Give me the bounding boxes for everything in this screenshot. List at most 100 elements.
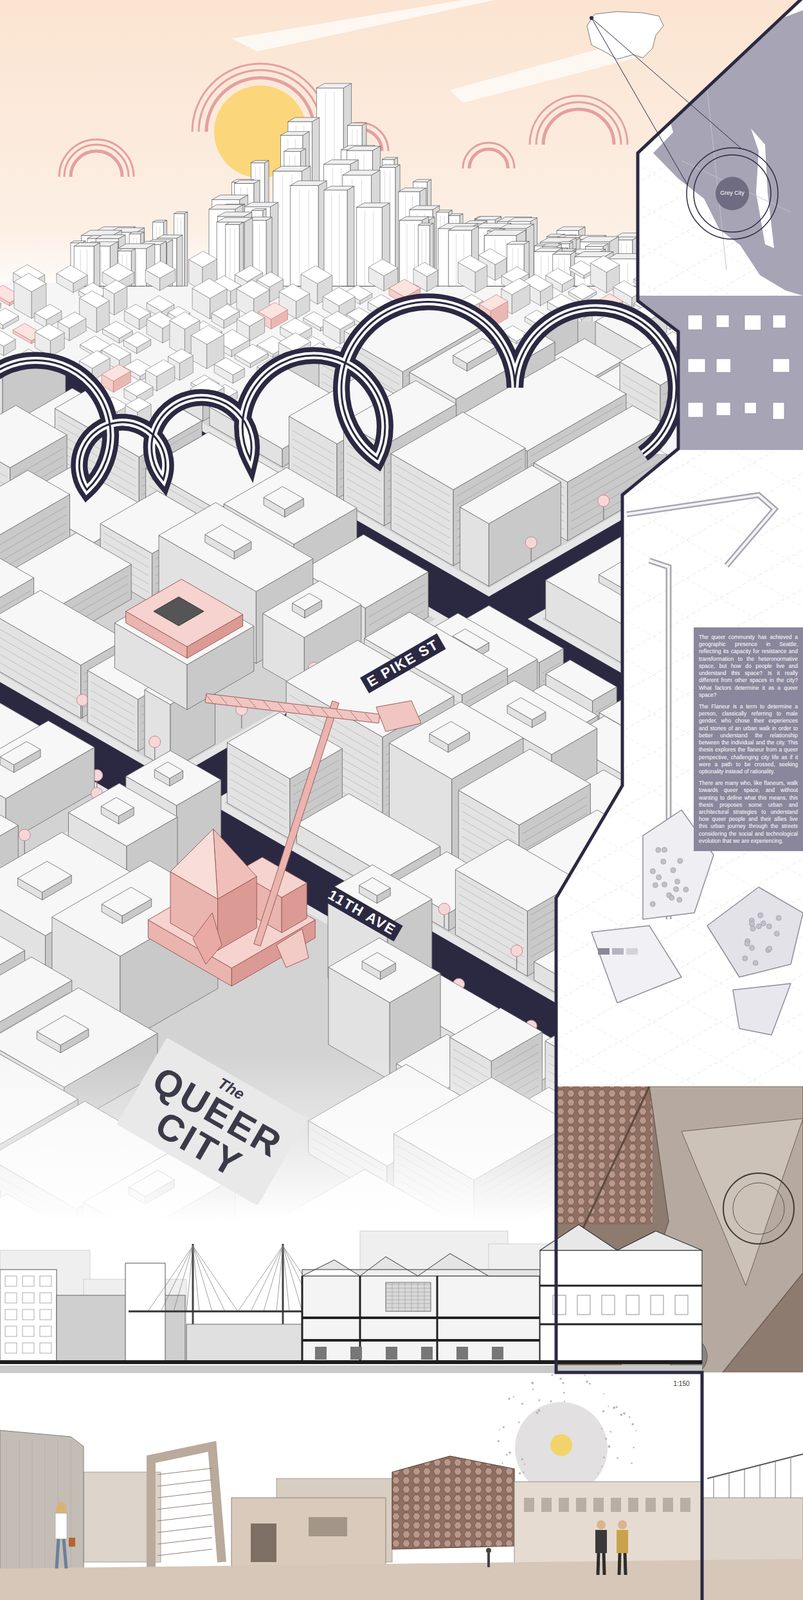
tower-roof <box>244 202 279 208</box>
tower-roof <box>399 216 429 221</box>
tower-roof <box>500 224 535 229</box>
building-roof <box>0 590 126 665</box>
tower-roof <box>117 243 155 249</box>
building-roof <box>482 251 524 276</box>
tower-roof <box>117 248 136 252</box>
building-roof <box>158 502 314 592</box>
distant-building <box>457 255 488 293</box>
tower-mullion <box>229 228 231 287</box>
rooftop-unit <box>263 486 304 518</box>
tower-mullion <box>282 174 283 287</box>
tower-roof <box>157 235 183 239</box>
window-row <box>0 662 78 708</box>
building-roof <box>14 273 47 292</box>
tower-roof <box>475 216 502 220</box>
building-roof <box>0 548 35 604</box>
tower-roof <box>342 170 380 176</box>
building-roof <box>124 379 154 397</box>
building-roof <box>0 311 11 335</box>
building-roof <box>262 580 362 638</box>
tower-roof <box>73 243 100 247</box>
window-row <box>90 707 135 733</box>
window-row <box>0 451 7 478</box>
building-roof <box>453 338 497 364</box>
building-roof <box>123 331 151 348</box>
building-roof <box>102 262 134 282</box>
building-front <box>507 265 524 283</box>
rooftop-unit <box>453 338 497 371</box>
tower-roof <box>541 243 562 247</box>
building-front <box>193 293 216 314</box>
building-roof <box>79 290 110 308</box>
building-roof <box>460 465 562 524</box>
building-roof <box>279 284 310 303</box>
building-roof <box>0 331 16 347</box>
rooftop-unit <box>482 251 524 283</box>
tower-roof <box>347 122 367 126</box>
tower-roof <box>95 234 126 239</box>
tower-roof <box>409 205 440 210</box>
tower-roof <box>413 179 432 182</box>
building-roof <box>170 280 216 307</box>
building-roof <box>0 470 71 540</box>
building-roof <box>101 364 131 382</box>
tower-front <box>324 190 348 287</box>
building-roof <box>126 257 276 344</box>
distant-building <box>34 324 65 357</box>
tower-roof <box>574 252 614 258</box>
tower-roof <box>507 217 538 222</box>
window-row <box>394 497 451 530</box>
building-roof <box>545 268 575 285</box>
building-roof <box>190 325 224 345</box>
tower-roof <box>252 208 267 211</box>
building-roof <box>145 360 175 377</box>
building-roof <box>322 287 355 307</box>
building-roof <box>478 248 507 265</box>
window-row <box>394 514 451 547</box>
building-roof <box>501 278 531 296</box>
window-row <box>347 478 382 499</box>
tower-roof <box>552 251 577 255</box>
tower-mullion <box>338 194 340 287</box>
building-roof <box>236 279 270 299</box>
sun-ring <box>529 95 628 145</box>
rooftop-unit <box>205 524 252 560</box>
tower-roof <box>217 212 252 217</box>
tower-roof <box>234 180 261 184</box>
building-roof <box>103 280 128 295</box>
window-row <box>0 459 7 486</box>
sun-ring <box>469 149 508 169</box>
building-roof <box>292 593 323 611</box>
building-roof <box>102 321 134 339</box>
tower-side <box>184 212 188 287</box>
tower-roof <box>356 203 391 208</box>
building-roof <box>390 412 526 490</box>
tower-side <box>347 186 355 287</box>
tree-trunk <box>531 547 532 562</box>
building-roof <box>0 405 67 469</box>
building-roof <box>214 357 245 375</box>
building-front <box>0 324 11 343</box>
distant-building <box>0 331 16 357</box>
tower-roof <box>174 212 188 215</box>
tower-roof <box>398 187 427 192</box>
building-roof <box>236 310 265 327</box>
tree-trunk <box>603 505 604 520</box>
tower-roof <box>484 230 526 236</box>
tower-roof <box>324 160 359 165</box>
tower-roof <box>381 157 398 160</box>
tower-roof <box>534 248 563 253</box>
tower-roof <box>578 236 619 242</box>
rooftop-unit <box>170 280 216 314</box>
sun-ring <box>462 142 515 169</box>
tower-roof <box>280 131 310 136</box>
tower-roof <box>208 204 244 209</box>
window-row <box>292 430 334 455</box>
tree-trunk <box>241 714 242 729</box>
sun-ring <box>59 139 134 177</box>
window-row <box>394 464 451 497</box>
tower-roof <box>316 83 352 89</box>
distant-building <box>0 307 19 330</box>
rooftop-unit <box>0 311 11 343</box>
tower-mullion <box>100 250 102 287</box>
